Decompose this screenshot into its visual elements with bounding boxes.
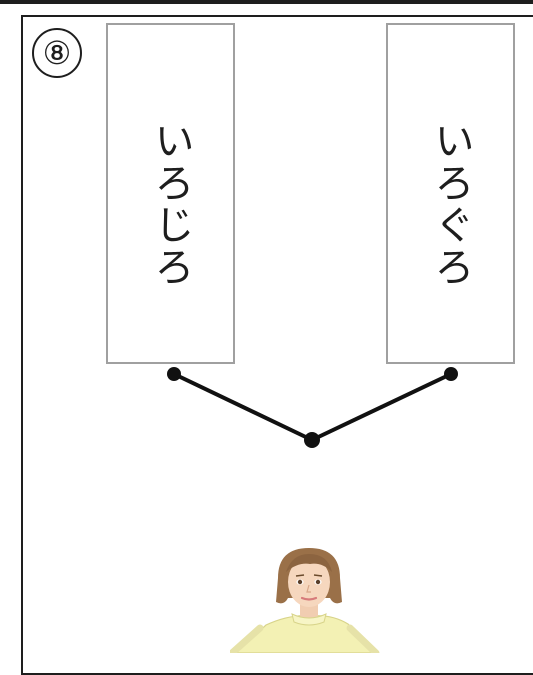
question-number-badge: ⑧ <box>32 28 82 78</box>
word-card-left-text: いろじろ <box>147 120 194 288</box>
top-rule <box>0 0 533 4</box>
connector-lines <box>167 367 458 448</box>
girl-avatar-icon <box>230 548 380 653</box>
connector-dot-right[interactable] <box>444 367 458 381</box>
word-card-right[interactable]: いろぐろ <box>386 23 515 364</box>
question-number: ⑧ <box>42 34 72 72</box>
connector-line-left <box>173 372 313 442</box>
connector-dot-center[interactable] <box>304 432 320 448</box>
word-card-right-text: いろぐろ <box>427 120 474 288</box>
connector-line-right <box>311 372 452 442</box>
word-card-left[interactable]: いろじろ <box>106 23 235 364</box>
connector-dot-left[interactable] <box>167 367 181 381</box>
